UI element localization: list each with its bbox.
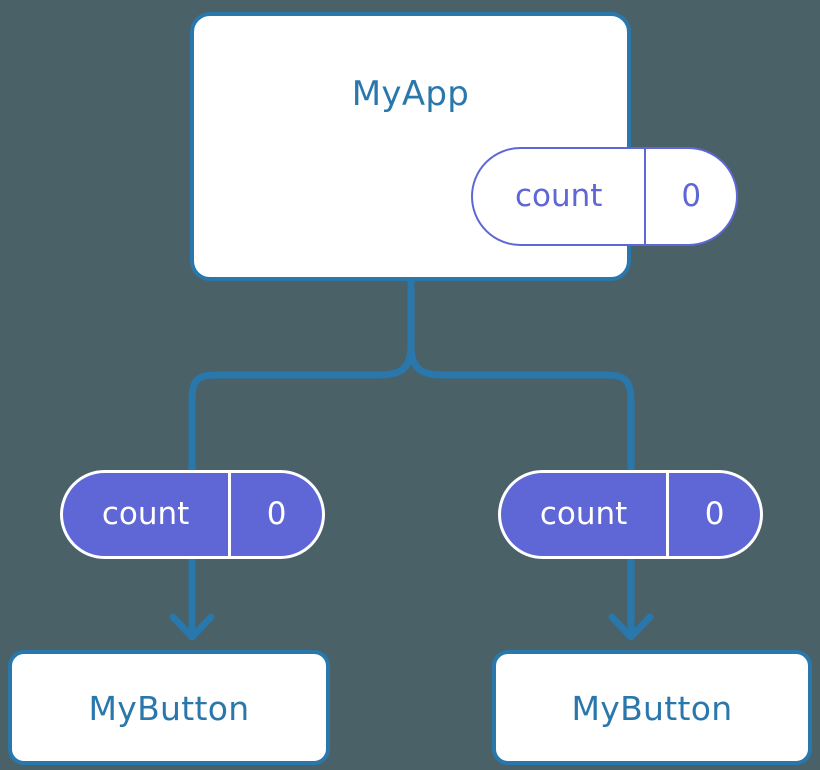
component-title-mybutton: MyButton [88, 689, 250, 728]
component-title-myapp: MyApp [351, 74, 470, 114]
state-pill-key: count [473, 149, 647, 244]
state-pill-myapp[interactable]: count 0 [471, 147, 738, 246]
connector-branch-left [188, 344, 415, 472]
props-pill-right[interactable]: count 0 [498, 470, 763, 559]
connector-branch-right [407, 344, 635, 472]
arrowhead-left-icon [169, 613, 215, 641]
component-title-mybutton: MyButton [571, 689, 733, 728]
props-pill-key: count [63, 473, 232, 556]
props-pill-key: count [501, 473, 670, 556]
props-pill-value: 0 [266, 496, 287, 532]
state-pill-value: 0 [681, 178, 702, 214]
component-box-mybutton-left[interactable]: MyButton [8, 650, 330, 765]
props-pill-value: 0 [704, 496, 725, 532]
component-box-myapp[interactable]: MyApp count 0 [190, 12, 738, 281]
props-pill-left[interactable]: count 0 [60, 470, 325, 559]
arrowhead-right-icon [608, 613, 654, 641]
component-box-mybutton-right[interactable]: MyButton [492, 650, 812, 765]
